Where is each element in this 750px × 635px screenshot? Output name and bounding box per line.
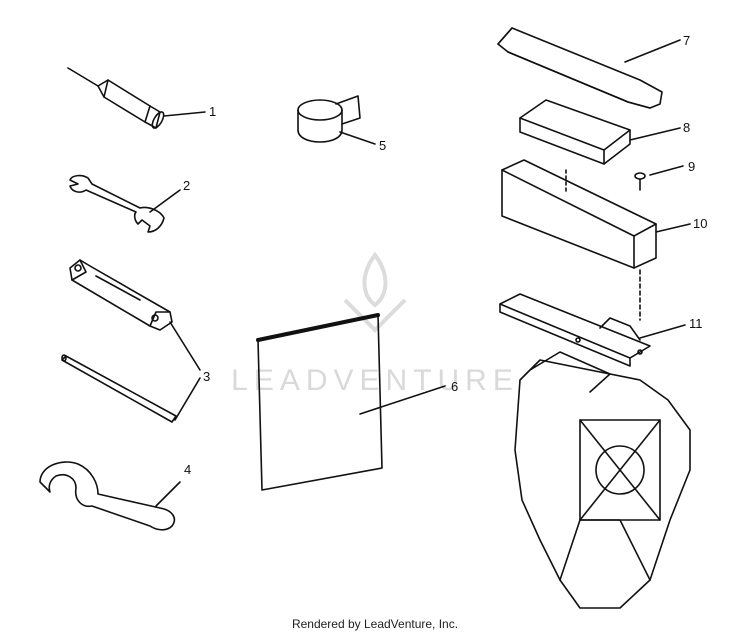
watermark-logo xyxy=(343,251,407,333)
foam-pad xyxy=(519,99,681,165)
recoil-housing xyxy=(514,351,691,609)
toolbox-cover xyxy=(497,27,681,109)
callout-6: 6 xyxy=(451,379,458,394)
tape-roll xyxy=(297,95,376,145)
tommy-bar xyxy=(61,354,177,423)
callout-2: 2 xyxy=(183,178,190,193)
screwdriver xyxy=(67,67,206,129)
hook-spanner xyxy=(39,461,181,531)
callout-8: 8 xyxy=(683,120,690,135)
callout-labels: 1 2 3 4 5 6 7 8 9 10 11 xyxy=(183,33,707,477)
screw xyxy=(634,165,684,191)
mounting-bracket xyxy=(499,293,686,367)
open-end-wrench xyxy=(69,174,181,233)
callout-4: 4 xyxy=(184,462,191,477)
callout-9: 9 xyxy=(688,159,695,174)
watermark-text: LEADVENTURE xyxy=(231,364,519,397)
callout-7: 7 xyxy=(683,33,690,48)
callout-11: 11 xyxy=(689,316,703,331)
callout-3: 3 xyxy=(203,369,210,384)
owners-manual xyxy=(256,313,446,491)
callout-10: 10 xyxy=(693,216,707,231)
callout-1: 1 xyxy=(209,104,216,119)
toolbox xyxy=(501,159,691,269)
footer-credit: Rendered by LeadVenture, Inc. xyxy=(291,617,459,631)
callout-5: 5 xyxy=(379,138,386,153)
socket-wrench xyxy=(69,259,173,331)
